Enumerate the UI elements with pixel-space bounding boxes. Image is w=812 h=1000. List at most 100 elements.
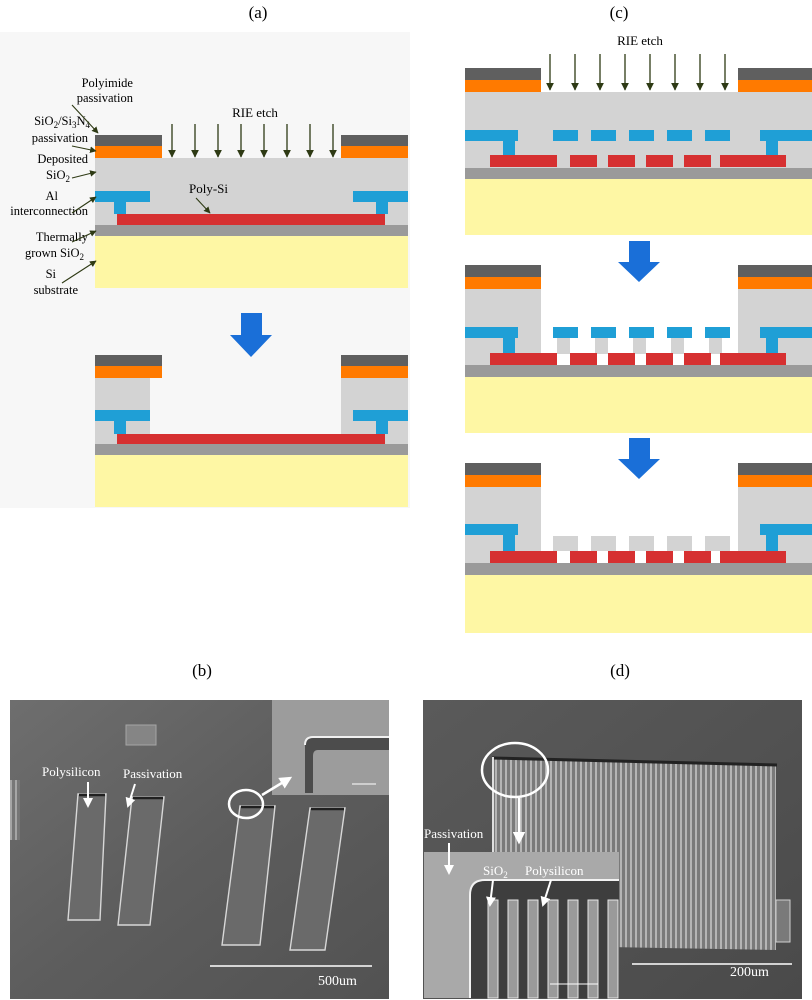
- sem-d-sio2-label: SiO2: [483, 863, 508, 880]
- c2-polyimide-left: [465, 265, 541, 277]
- al-right-top-after: [353, 410, 408, 421]
- sem-b-callout-circle: [227, 788, 265, 820]
- label-thermal-sub2: 2: [80, 252, 85, 262]
- al-left-top-after: [95, 410, 150, 421]
- label-passiv-si: /Si: [58, 114, 72, 128]
- label-polyimide-line2: passivation: [77, 91, 134, 105]
- al-pad-left-top: [95, 191, 150, 202]
- c2-polysi-segments: [490, 353, 786, 365]
- panel-c-stage2: [465, 265, 812, 433]
- c3-polysi-segments: [490, 551, 786, 563]
- label-passiv-n: N: [76, 114, 85, 128]
- sem-d-grating-top-edge: [491, 756, 778, 767]
- label-thermal-grown: grown SiO: [25, 246, 80, 260]
- sem-b-inset-edge: [304, 736, 389, 746]
- c2-substrate: [465, 377, 812, 433]
- polysi-resistor: [117, 214, 385, 225]
- label-si-line1: Si: [46, 267, 57, 281]
- sem-b-edge-stripes: [10, 780, 20, 840]
- sem-d-polysilicon-label: Polysilicon: [525, 863, 584, 878]
- passivation-right-after: [341, 366, 408, 378]
- label-deposited-line1: Deposited: [37, 152, 88, 166]
- sem-b-inset-feature: [305, 737, 389, 793]
- label-deposited-line2: SiO2: [46, 168, 70, 184]
- label-passiv-sub2: 2: [54, 120, 59, 130]
- c3-thermal-oxide: [465, 563, 812, 575]
- label-thermal-line2: grown SiO2: [25, 246, 84, 262]
- c1-passivation-right: [738, 80, 812, 92]
- c3-polyimide-left: [465, 463, 541, 475]
- label-deposited-sub2: 2: [66, 174, 71, 184]
- sem-b-callout-arrow: [261, 776, 293, 797]
- c1-passivation-left: [465, 80, 541, 92]
- label-passivation-line1: SiO2/Si3N4: [34, 114, 90, 130]
- sem-d-polysilicon-pointer: [540, 879, 552, 907]
- c2-thermal-oxide: [465, 365, 812, 377]
- sem-b-trench-top-edges: [79, 793, 344, 811]
- c2-passivation-left: [465, 277, 541, 289]
- label-al-line2: interconnection: [10, 204, 88, 218]
- sem-b-small-feature: [125, 724, 157, 746]
- sem-b-scale-label: 500um: [318, 974, 357, 989]
- label-al-line1: Al: [46, 189, 59, 203]
- panel-c: RIE etch: [465, 33, 812, 633]
- c2-polyimide-right: [738, 265, 812, 277]
- al-right-stem-after: [376, 421, 388, 434]
- c3-polyimide-right: [738, 463, 812, 475]
- c1-al-structures: [465, 130, 812, 155]
- thermal-oxide-layer: [95, 225, 408, 236]
- label-si-line2: substrate: [34, 283, 79, 297]
- label-polyimide-line1: Polyimide: [82, 76, 134, 90]
- c1-polysi-segments: [490, 155, 786, 167]
- panel-d-sem-image: Passivation SiO2 Polysilicon 200um: [423, 700, 802, 999]
- panel-c-label: (c): [610, 3, 629, 22]
- c3-passivation-right: [738, 475, 812, 487]
- sem-b-polysilicon-label: Polysilicon: [42, 764, 101, 779]
- c2-passivation-right: [738, 277, 812, 289]
- process-arrow-a: [230, 313, 272, 357]
- c3-al-structures: [465, 524, 812, 551]
- polysi-pointer: [195, 197, 211, 214]
- rie-etch-label-a: RIE etch: [232, 105, 278, 120]
- panel-a-before-structure: [95, 135, 408, 288]
- polysi-label: Poly-Si: [189, 181, 228, 196]
- si-substrate: [95, 236, 408, 288]
- polysi-exposed: [117, 434, 385, 444]
- process-arrow-c2: [618, 438, 660, 479]
- label-passiv-sub3: 3: [72, 120, 77, 130]
- c3-substrate: [465, 575, 812, 633]
- sem-d-passivation-label: Passivation: [424, 826, 484, 841]
- sem-d-inset: [424, 852, 619, 999]
- al-pad-right-top: [353, 191, 408, 202]
- passivation-right: [341, 146, 408, 158]
- c1-thermal-oxide: [465, 168, 812, 179]
- rie-etch-arrows-a: [168, 124, 337, 158]
- label-thermal-line1: Thermally: [36, 230, 89, 244]
- c1-substrate: [465, 179, 812, 235]
- c3-sio2-pillars: [553, 536, 730, 551]
- al-left-stem-after: [114, 421, 126, 434]
- c1-polyimide-left: [465, 68, 541, 80]
- label-passiv-sio: SiO: [34, 114, 53, 128]
- polyimide-left: [95, 135, 162, 146]
- process-arrow-c1: [618, 241, 660, 282]
- sem-b-passivation-pointer: [125, 783, 136, 808]
- panel-a-label: (a): [249, 3, 268, 22]
- panel-b-sem-image: Polysilicon Passivation 500um: [10, 700, 389, 999]
- c3-passivation-left: [465, 475, 541, 487]
- polyimide-right: [341, 135, 408, 146]
- thermal-oxide-after: [95, 444, 408, 455]
- passivation-left: [95, 146, 162, 158]
- sem-b-trenches: [67, 793, 346, 951]
- c1-polyimide-right: [738, 68, 812, 80]
- panel-d-label: (d): [610, 661, 630, 680]
- polyimide-right-after: [341, 355, 408, 366]
- c2-sio2-pillars: [557, 337, 722, 354]
- al-pad-right-stem: [376, 202, 388, 214]
- c2-al-structures: [465, 327, 812, 353]
- panel-c-stage3: [465, 463, 812, 633]
- passivation-left-after: [95, 366, 162, 378]
- sem-b-passivation-label: Passivation: [123, 766, 183, 781]
- panel-a-after-structure: [95, 355, 408, 507]
